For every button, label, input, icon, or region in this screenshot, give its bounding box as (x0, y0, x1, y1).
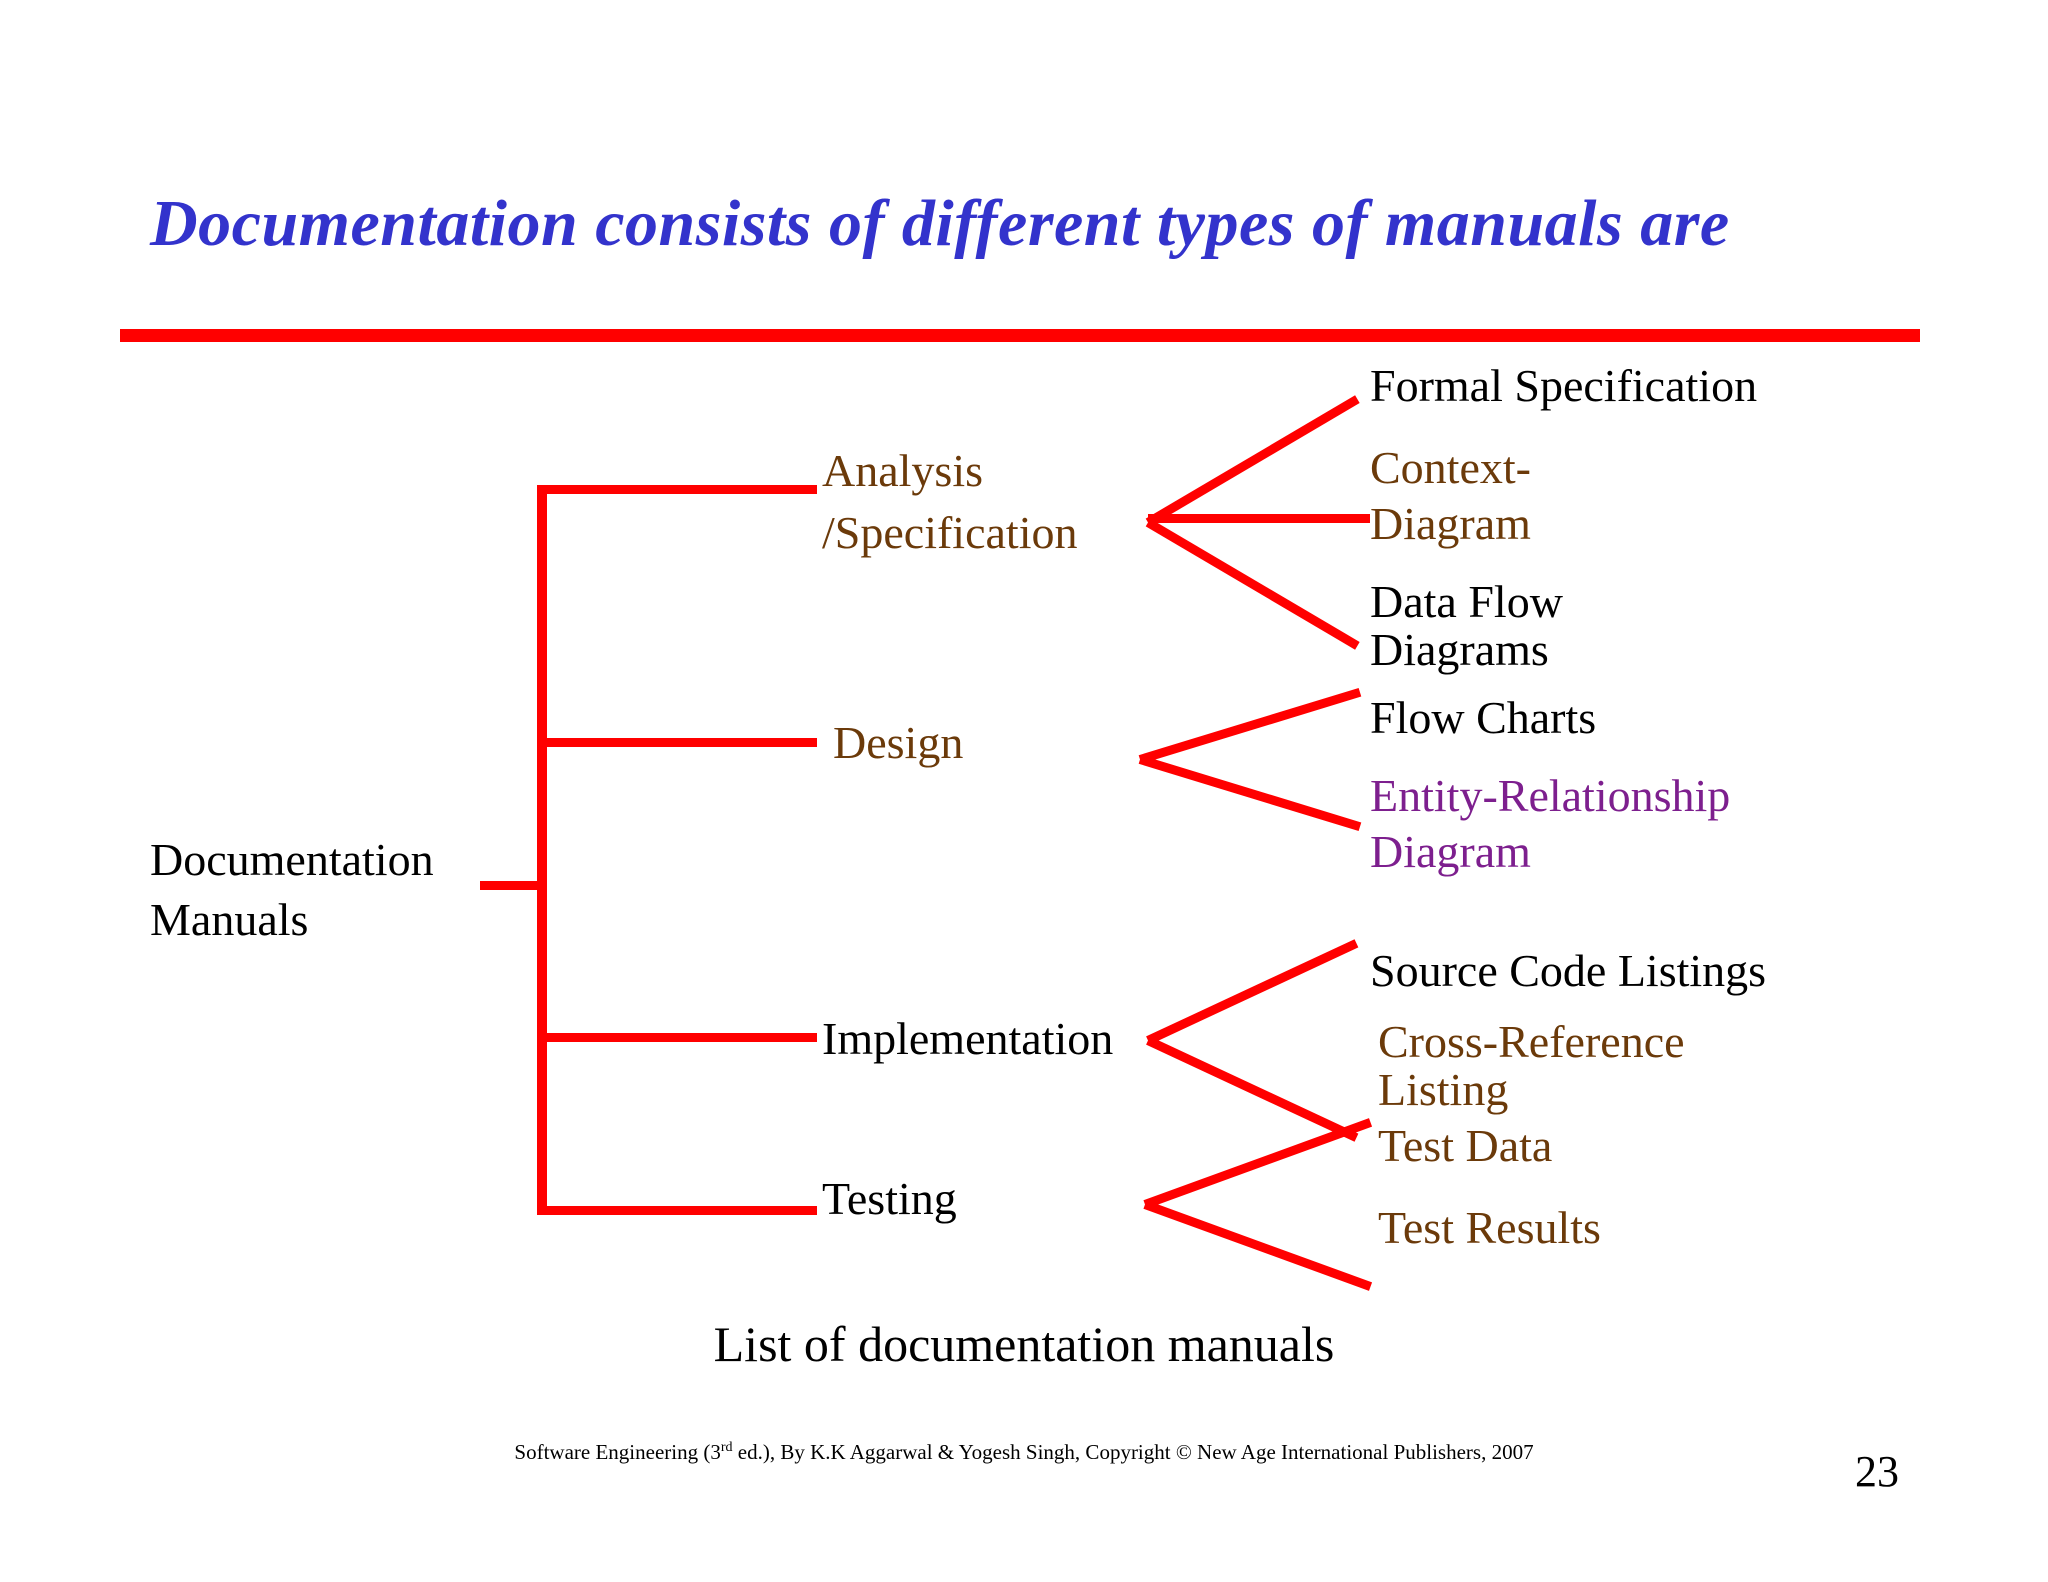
leaf-cross-reference-listing: Cross-Reference Listing (1378, 1018, 1685, 1114)
tree-root-label: Documentation Manuals (150, 830, 530, 950)
branch-label-analysis-line1: Analysis (822, 445, 983, 496)
leaf-test-results: Test Results (1378, 1200, 1601, 1256)
branch-label-design: Design (833, 712, 963, 774)
leaf-test-data: Test Data (1378, 1118, 1552, 1174)
footer-citation: Software Engineering (3rd ed.), By K.K A… (0, 1440, 2048, 1465)
leaf-context-diagram-line1: Context- (1370, 442, 1531, 493)
title-divider-rule (120, 329, 1920, 342)
leaf-source-code-listings-line1: Source Code Listings (1370, 945, 1767, 996)
leaf-entity-relationship-diagram-line2: Diagram (1370, 826, 1531, 877)
connector-design-to-flow-charts (1138, 687, 1362, 764)
page-number: 23 (1855, 1447, 1899, 1496)
connector-analysis-to-formal-specification (1145, 395, 1360, 527)
tree-trunk-vertical (537, 485, 547, 1215)
connector-testing-to-test-results (1143, 1200, 1373, 1291)
footer-citation-superscript: rd (720, 1440, 733, 1455)
tree-root-stub (480, 881, 546, 890)
branch-label-testing: Testing (822, 1168, 957, 1230)
connector-design-to-entity-relationship-diagram (1138, 755, 1362, 832)
leaf-cross-reference-listing-line1: Cross-Reference (1378, 1016, 1685, 1067)
branch-label-testing-line1: Testing (822, 1173, 957, 1224)
leaf-test-data-line1: Test Data (1378, 1120, 1553, 1171)
tree-branch-line-testing (537, 1206, 817, 1215)
leaf-entity-relationship-diagram-line1: Entity-Relationship (1370, 770, 1731, 821)
connector-analysis-to-data-flow-diagrams (1145, 518, 1360, 650)
tree-branch-line-design (537, 738, 817, 747)
figure-caption: List of documentation manuals (713, 1316, 1335, 1372)
connector-implementation-to-cross-reference-listing (1146, 1036, 1359, 1142)
leaf-formal-specification-line1: Formal Specification (1370, 360, 1758, 411)
branch-label-analysis: Analysis /Specification (822, 440, 1077, 564)
page-title: Documentation consists of different type… (150, 187, 1730, 260)
leaf-data-flow-diagrams-line1: Data Flow (1370, 576, 1563, 627)
leaf-cross-reference-listing-line2: Listing (1378, 1064, 1509, 1115)
leaf-flow-charts: Flow Charts (1370, 690, 1596, 746)
tree-root-label-line1: Documentation (150, 834, 434, 885)
leaf-test-results-line1: Test Results (1378, 1202, 1601, 1253)
leaf-data-flow-diagrams: Data Flow Diagrams (1370, 578, 1563, 674)
branch-label-analysis-line2: /Specification (822, 507, 1078, 558)
tree-branch-line-analysis (537, 485, 817, 494)
branch-label-implementation: Implementation (822, 1008, 1113, 1070)
tree-branch-line-implementation (537, 1033, 817, 1042)
tree-root-label-line2: Manuals (150, 894, 309, 945)
leaf-data-flow-diagrams-line2: Diagrams (1370, 624, 1549, 675)
connector-analysis-to-context-diagram (1148, 514, 1370, 523)
footer-citation-suffix: ed.), By K.K Aggarwal & Yogesh Singh, Co… (732, 1440, 1534, 1464)
connector-testing-to-test-data (1143, 1118, 1373, 1209)
footer-citation-prefix: Software Engineering (3 (514, 1440, 721, 1464)
leaf-context-diagram: Context- Diagram (1370, 440, 1531, 552)
leaf-flow-charts-line1: Flow Charts (1370, 692, 1597, 743)
leaf-context-diagram-line2: Diagram (1370, 498, 1531, 549)
connector-implementation-to-source-code-listings (1146, 939, 1359, 1045)
branch-label-implementation-line1: Implementation (822, 1013, 1114, 1064)
leaf-entity-relationship-diagram: Entity-Relationship Diagram (1370, 768, 1730, 880)
leaf-formal-specification: Formal Specification (1370, 358, 1757, 414)
branch-label-design-line1: Design (833, 717, 964, 768)
leaf-source-code-listings: Source Code Listings (1370, 943, 1766, 999)
